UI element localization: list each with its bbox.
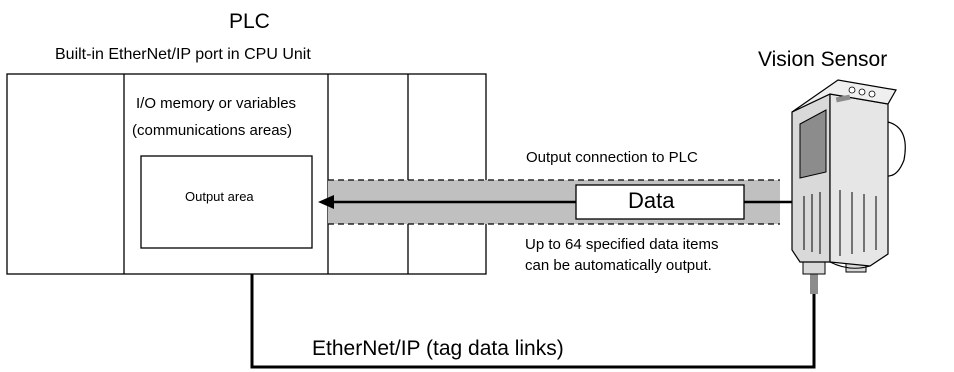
memory-label-line1: I/O memory or variables	[136, 95, 297, 112]
data-box	[575, 184, 745, 220]
output-area-box	[140, 155, 313, 249]
vision-sensor-title: Vision Sensor	[758, 48, 888, 71]
data-arrow-head	[318, 195, 334, 209]
camera-cable-stub	[810, 270, 818, 294]
output-area-label: Output area	[185, 189, 254, 204]
memory-label-line2: (communications areas)	[132, 122, 293, 139]
connection-label: Output connection to PLC	[526, 149, 698, 166]
plc-title: PLC	[229, 10, 270, 33]
ethernet-label: EtherNet/IP (tag data links)	[312, 337, 564, 360]
connection-note-line2: can be automatically output.	[525, 257, 712, 274]
connection-note-line1: Up to 64 specified data items	[525, 236, 719, 253]
plc-port-label: Built-in EtherNet/IP port in CPU Unit	[55, 46, 311, 63]
ethernet-cable	[250, 274, 816, 369]
data-label: Data	[628, 188, 675, 213]
vision-sensor-camera	[791, 79, 906, 294]
